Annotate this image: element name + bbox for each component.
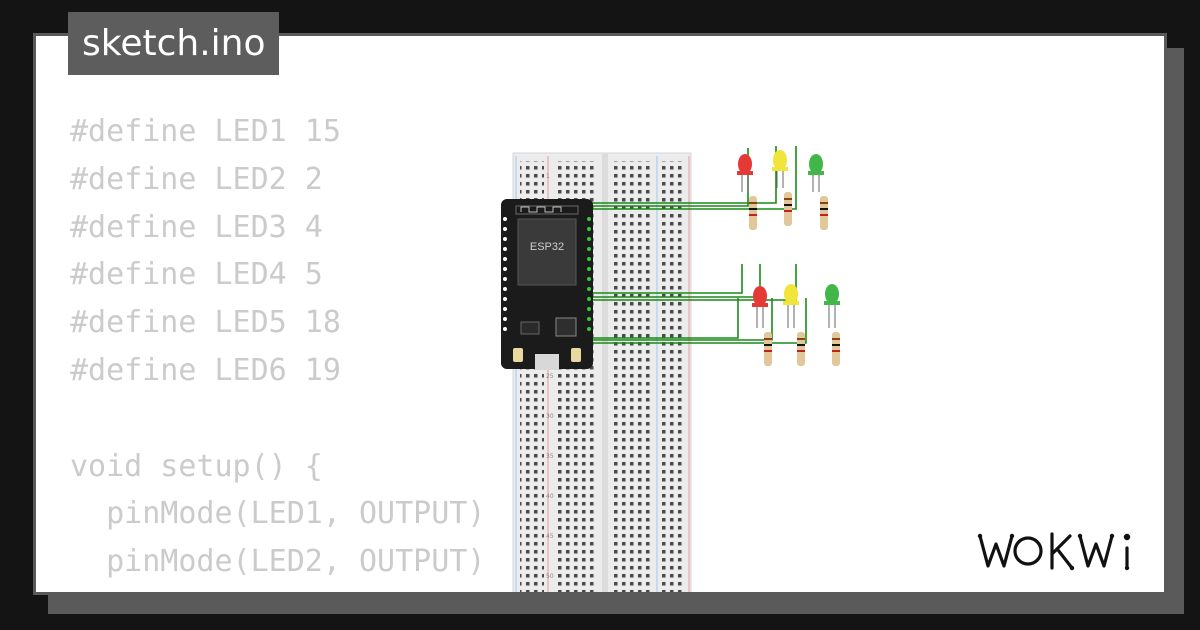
breadboard-row-number: 30 [546,413,554,420]
code-editor: #define LED1 15 #define LED2 2 #define LED… [70,108,486,593]
code-line-2: #define LED2 2 [70,161,323,197]
esp32-label: ESP32 [530,241,564,253]
led-green-top[interactable] [808,154,824,192]
breadboard-row-number: 25 [546,373,554,380]
breadboard-row-number: 40 [546,493,554,500]
code-line-8: void setup() { [70,448,323,484]
breadboard-row-number: 50 [546,573,554,580]
code-line-10: pinMode(LED2, OUTPUT) [70,544,486,580]
led-red-bottom[interactable] [752,286,768,328]
file-tab[interactable]: sketch.ino [68,12,280,75]
code-line-9: pinMode(LED1, OUTPUT) [70,496,486,532]
breadboard-row-number: 45 [546,533,554,540]
code-line-7 [70,395,485,443]
code-line-6: #define LED6 19 [70,352,341,388]
code-line-4: #define LED4 5 [70,257,323,293]
preview-card: #define LED1 15 #define LED2 2 #define LED… [33,33,1167,595]
led-yellow-top[interactable] [772,150,788,188]
code-line-5: #define LED5 18 [70,305,341,341]
breadboard-row-number: 35 [546,453,554,460]
led-green-bottom[interactable] [824,284,840,328]
resistor-top[interactable] [749,192,828,230]
code-line-1: #define LED1 15 [70,114,341,149]
esp32-board[interactable]: ESP32 [501,199,593,370]
code-line-3: #define LED3 4 [70,209,323,245]
breadboard-row-number: 1 [546,173,550,180]
led-yellow-bottom[interactable] [783,284,799,328]
circuit-diagram: 1 5 10 15 20 25 30 35 40 45 50 [501,146,840,592]
resistor-bottom[interactable] [764,332,840,366]
wokwi-logo[interactable] [976,526,1146,574]
code-line-11: pinMode(LED3, OUTPUT) [70,586,485,593]
led-red-top[interactable] [737,154,753,192]
